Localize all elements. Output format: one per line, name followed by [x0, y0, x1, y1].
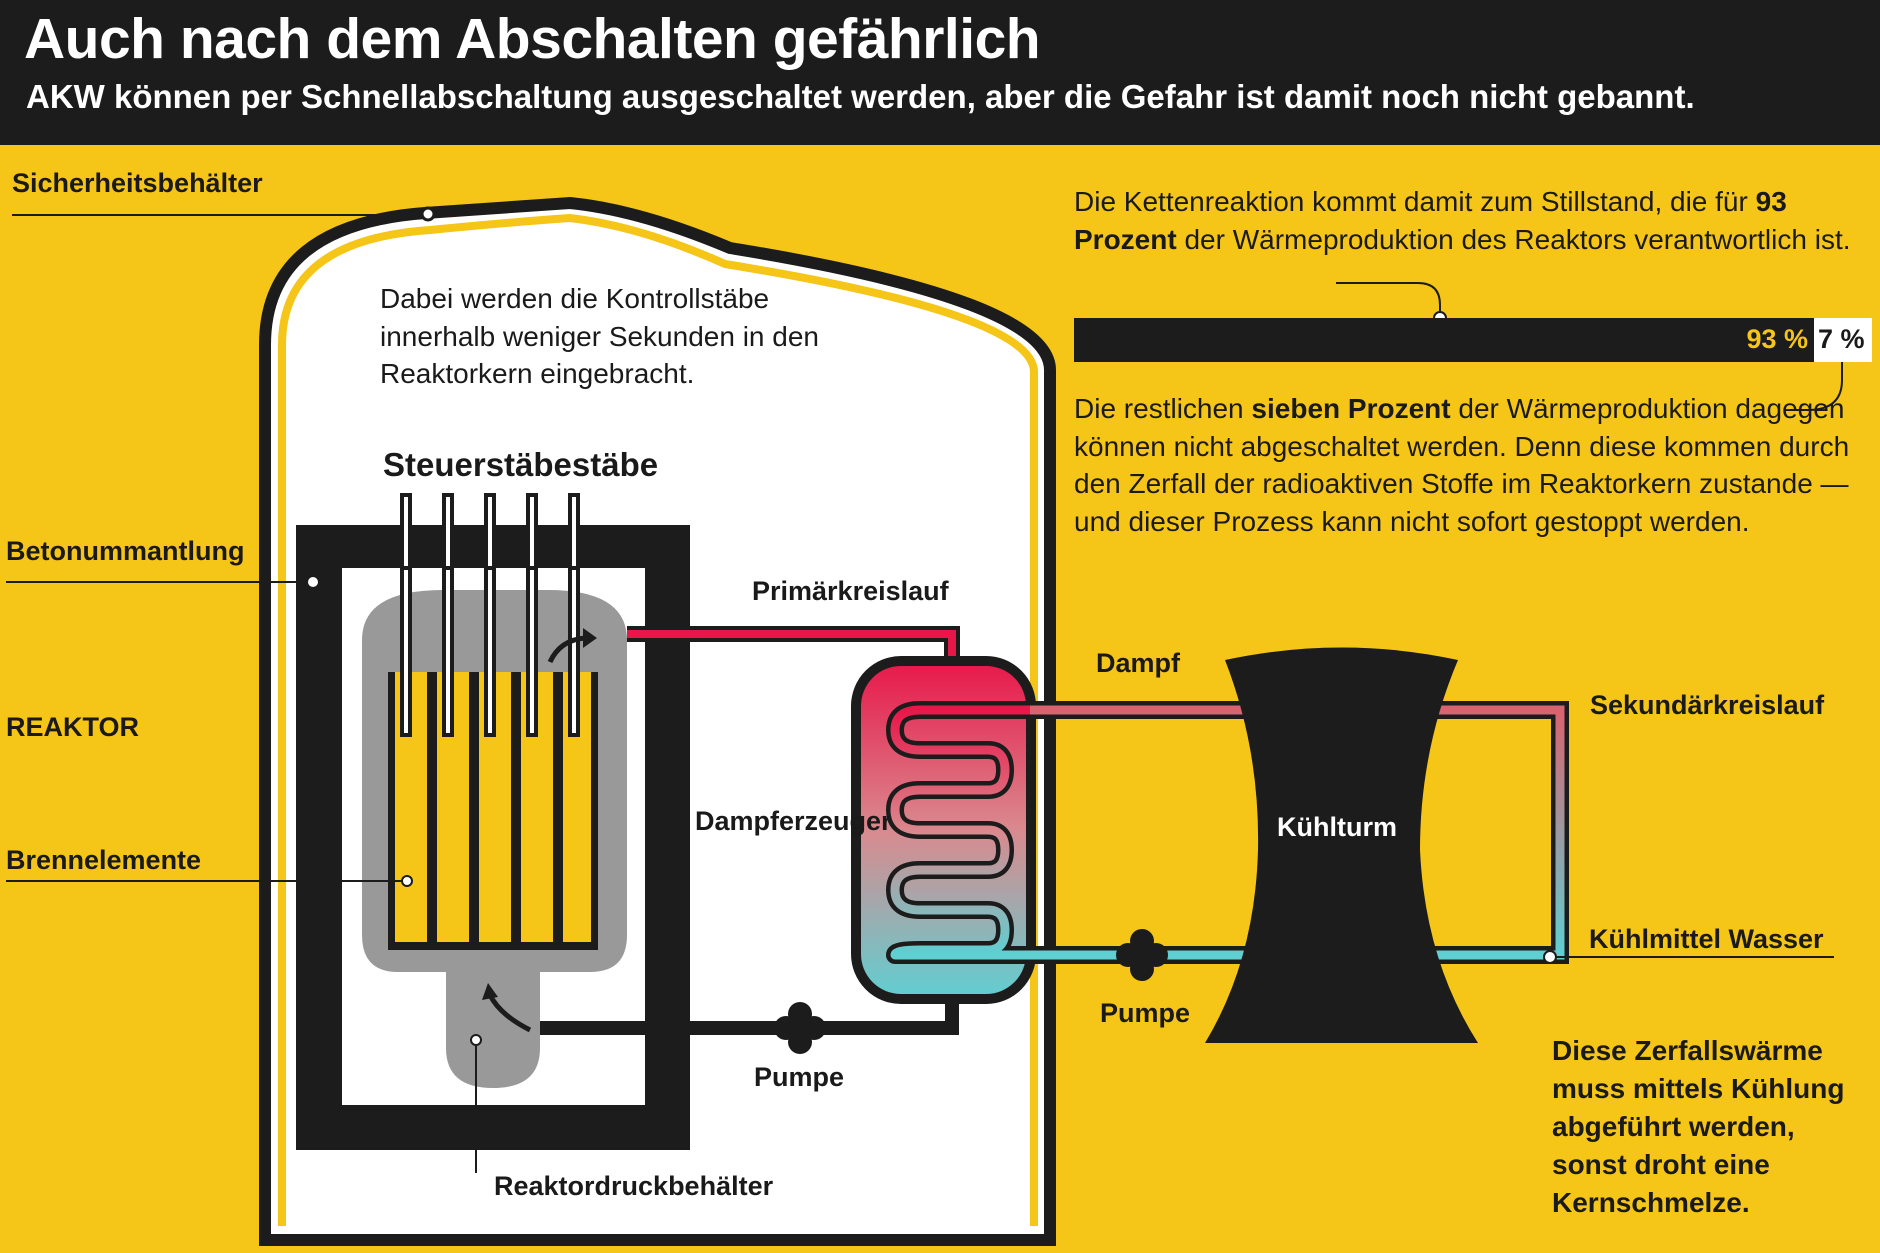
- label-dampf: Dampf: [1096, 648, 1181, 678]
- text-restliche-post: der Wärmeproduktion dagegen können nicht…: [1074, 393, 1850, 537]
- text-restliche-bold: sieben Prozent: [1251, 393, 1451, 424]
- concrete-marker: [308, 577, 318, 587]
- text-kettenreaktion: Die Kettenreaktion kommt damit zum Still…: [1074, 183, 1854, 258]
- text-kettenreaktion-bold: 93 Prozent: [1074, 186, 1787, 255]
- heat-share-bar-7: 7 %: [1814, 318, 1872, 362]
- label-primaerkreislauf: Primärkreislauf: [752, 576, 949, 606]
- label-pumpe-sekundaer: Pumpe: [1100, 998, 1191, 1028]
- flow-arrow-up: [547, 635, 586, 664]
- cooling-tower: [1205, 647, 1478, 1043]
- label-reaktordruckbehaelter: Reaktordruckbehälter: [494, 1171, 774, 1201]
- label-betonummantlung: Betonummantlung: [6, 536, 245, 566]
- containment-marker: [420, 206, 436, 222]
- label-dampferzeuger: Dampferzeuger: [695, 806, 892, 836]
- text-kettenreaktion-pre: Die Kettenreaktion kommt damit zum Still…: [1074, 186, 1748, 217]
- label-reaktor: REAKTOR: [6, 712, 140, 742]
- heat-share-bar-93: 93 %: [1074, 318, 1814, 362]
- containment-inner-ring: [278, 213, 1038, 1226]
- label-kuehlmittel: Kühlmittel Wasser: [1589, 924, 1824, 954]
- label-steuerstaebe: Steuerstäbestäbe: [383, 446, 659, 483]
- text-restliche: Die restlichen sieben Prozent der Wärmep…: [1074, 390, 1864, 540]
- page-subtitle: AKW können per Schnellabschaltung ausges…: [26, 78, 1695, 115]
- text-restliche-pre: Die restlichen: [1074, 393, 1244, 424]
- label-kuehlturm: Kühlturm: [1277, 812, 1397, 842]
- label-sicherheitsbehaelter: Sicherheitsbehälter: [12, 168, 263, 198]
- coolant-marker: [1543, 950, 1557, 964]
- fuel-marker: [401, 875, 413, 887]
- label-brennelemente: Brennelemente: [6, 845, 202, 875]
- header-bar: Auch nach dem Abschalten gefährlich AKW …: [0, 0, 1880, 145]
- text-kettenreaktion-post: der Wärmeproduktion des Reaktors verantw…: [1184, 223, 1851, 255]
- secondary-pump-icon: [1116, 929, 1168, 981]
- text-zerfallswaerme: Diese Zerfallswärme muss mittels Kühlung…: [1552, 1035, 1845, 1218]
- primary-loop-return-pipe: [540, 995, 959, 1035]
- label-pumpe-primaer: Pumpe: [754, 1062, 845, 1092]
- vessel-marker: [470, 1034, 482, 1046]
- flow-arrow-return: [487, 993, 532, 1033]
- text-kontrollstaebe: Dabei werden die Kontrollstäbe innerhalb…: [380, 283, 819, 389]
- heat-share-93-label: 93 %: [1746, 324, 1808, 354]
- leader-lines: [6, 214, 1843, 1173]
- label-sekundaerkreislauf: Sekundärkreislauf: [1590, 690, 1825, 720]
- page-title: Auch nach dem Abschalten gefährlich: [24, 7, 1041, 71]
- heat-share-7-label: 7 %: [1818, 324, 1865, 354]
